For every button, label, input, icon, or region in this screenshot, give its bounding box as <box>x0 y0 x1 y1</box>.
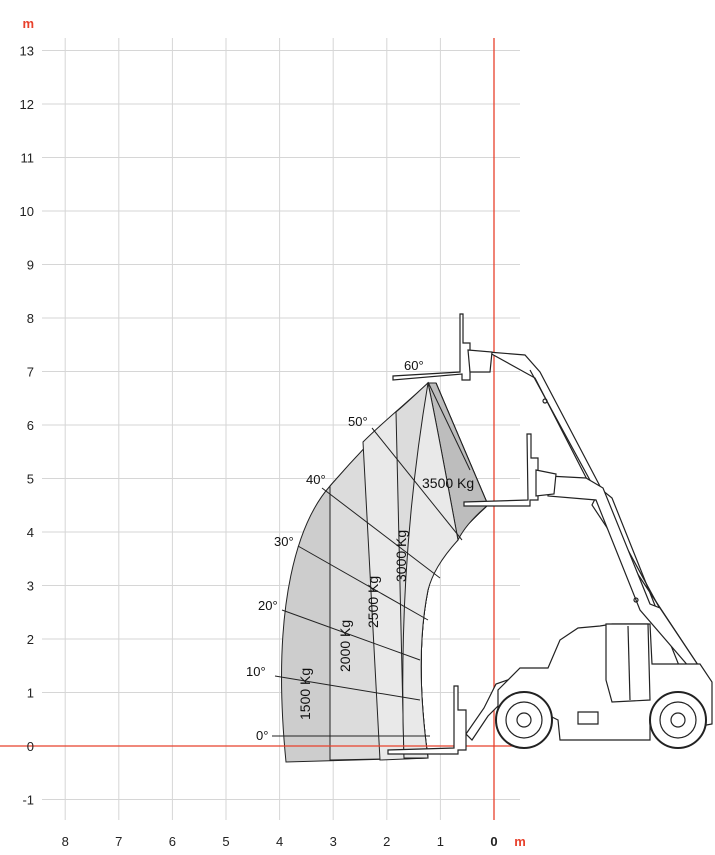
angle-label: 60° <box>404 358 424 373</box>
y-tick-label: 11 <box>21 151 35 166</box>
load-label: 2500 Kg <box>365 576 381 628</box>
cab-icon <box>605 623 651 703</box>
front-wheel-rim-icon <box>505 701 543 739</box>
x-tick-label: 2 <box>383 834 390 849</box>
y-tick-label: -1 <box>22 793 34 808</box>
rear-wheel-hub-icon <box>670 712 686 728</box>
front-wheel-icon <box>495 691 553 749</box>
boom-mid-pin-icon <box>633 597 639 603</box>
x-tick-label: 5 <box>222 834 229 849</box>
boom-pin-icon <box>542 398 548 404</box>
y-tick-label: 8 <box>27 311 34 326</box>
front-wheel-hub-icon <box>516 712 532 728</box>
y-tick-label: 3 <box>27 579 34 594</box>
rear-wheel-icon <box>649 691 707 749</box>
y-tick-label: 9 <box>27 258 34 273</box>
y-tick-label: 7 <box>27 365 34 380</box>
angle-label: 10° <box>246 664 266 679</box>
y-tick-label: 2 <box>27 632 34 647</box>
cab-step-icon <box>577 711 599 725</box>
angle-label: 0° <box>256 728 268 743</box>
load-label: 3000 Kg <box>393 530 409 582</box>
telehandler-illustration <box>387 313 713 755</box>
angle-ray <box>297 545 429 621</box>
angle-label: 30° <box>274 534 294 549</box>
angle-ray <box>321 487 441 579</box>
rear-wheel-rim-icon <box>659 701 697 739</box>
y-tick-label: 5 <box>27 472 34 487</box>
y-tick-label: 4 <box>27 525 34 540</box>
y-tick-label: 1 <box>27 686 34 701</box>
x-unit-label: m <box>514 834 526 849</box>
load-label: 3500 Kg <box>422 475 474 491</box>
x-tick-label: 6 <box>169 834 176 849</box>
attachment-mid-icon <box>535 469 557 497</box>
y-tick-label: 0 <box>27 739 34 754</box>
y-tick-label: 12 <box>20 97 34 112</box>
y-tick-label: 10 <box>20 204 34 219</box>
angle-label: 50° <box>348 414 368 429</box>
cab-frame-icon <box>627 625 631 701</box>
x-tick-label: 3 <box>330 834 337 849</box>
load-label: 1500 Kg <box>297 668 313 720</box>
angle-ray <box>371 427 463 541</box>
load-label: 2000 Kg <box>337 620 353 672</box>
angle-label: 20° <box>258 598 278 613</box>
angle-ray <box>427 381 471 471</box>
y-tick-label: 13 <box>20 44 34 59</box>
attachment-60-icon <box>467 349 493 373</box>
load-zones <box>281 382 489 763</box>
x-tick-label: 0 <box>490 834 497 849</box>
y-tick-label: 6 <box>27 418 34 433</box>
x-tick-label: 4 <box>276 834 283 849</box>
x-tick-label: 1 <box>437 834 444 849</box>
angle-rays <box>272 381 471 737</box>
fork-carriage-mid-icon <box>463 433 539 507</box>
fork-carriage-60-icon <box>392 313 471 381</box>
fork-carriage-low-icon <box>387 685 467 755</box>
angle-label: 40° <box>306 472 326 487</box>
x-tick-label: 8 <box>62 834 69 849</box>
y-unit-label: m <box>22 16 34 31</box>
angle-ray <box>281 609 421 661</box>
angle-ray <box>274 675 421 701</box>
x-tick-label: 7 <box>115 834 122 849</box>
